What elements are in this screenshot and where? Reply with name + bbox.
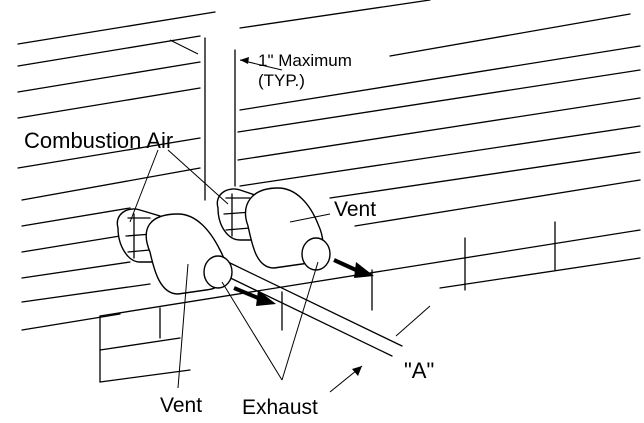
max-dimension-lines	[169, 37, 283, 201]
dimension-a-label: "A"	[404, 358, 434, 383]
vent-left-label: Vent	[160, 394, 202, 417]
siding-lines	[17, 0, 641, 331]
max-clearance-label: 1" Maximum	[258, 51, 352, 70]
exhaust-label: Exhaust	[242, 396, 318, 419]
left-vent-termination	[116, 208, 233, 295]
right-vent-termination	[216, 187, 331, 271]
vent-right-label: Vent	[334, 198, 376, 221]
leader-lines	[129, 149, 331, 389]
combustion-air-label: Combustion Air	[24, 128, 173, 153]
exhaust-arrows	[233, 258, 374, 306]
typ-label: (TYP.)	[258, 71, 305, 90]
dimension-a-lines	[217, 261, 431, 393]
